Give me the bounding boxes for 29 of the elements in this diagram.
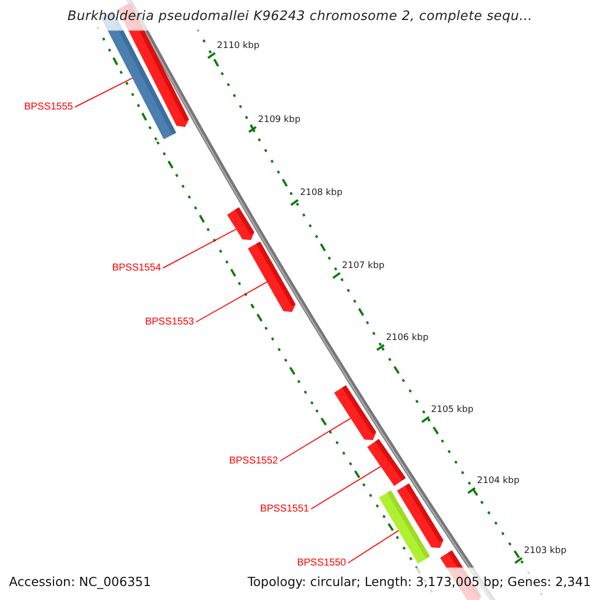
gene-label: BPSS1552	[229, 456, 278, 466]
gene-label: BPSS1551	[260, 504, 309, 514]
leader-line	[162, 228, 237, 268]
gene-label: BPSS1550	[297, 558, 346, 568]
scale-label: 2107 kbp	[342, 261, 384, 271]
scale-label: 2109 kbp	[258, 115, 300, 125]
info-text: Accession: NC_006351	[9, 574, 152, 589]
info-text: Topology: circular; Length: 3,173,005 bp; Genes: 2,341	[248, 574, 591, 589]
gene-bar	[334, 385, 376, 440]
gene-bar	[367, 439, 406, 486]
scale-label: 2108 kbp	[300, 188, 342, 198]
gene-label: BPSS1554	[112, 262, 161, 274]
scale-label: 2105 kbp	[431, 405, 474, 415]
scale-label: 2103 kbp	[524, 546, 566, 556]
scale-label: 2110 kbp	[217, 41, 260, 51]
leader-line	[280, 418, 352, 462]
diagram-title: Burkholderia pseudomallei K96243 chromosome 2, complete sequ...	[66, 9, 534, 24]
leader-line	[310, 466, 382, 510]
gene-bar	[227, 207, 254, 240]
scale-label: 2104 kbp	[477, 476, 520, 486]
leader-line	[196, 281, 268, 322]
gene-bar	[248, 242, 296, 312]
leader-line	[348, 530, 399, 564]
gene-bar	[379, 490, 430, 564]
scale-label: 2106 kbp	[386, 333, 428, 343]
gene-label: BPSS1555	[24, 102, 73, 112]
leader-line	[74, 78, 133, 108]
gene-label: BPSS1553	[145, 316, 194, 328]
gene-bar	[397, 483, 444, 548]
